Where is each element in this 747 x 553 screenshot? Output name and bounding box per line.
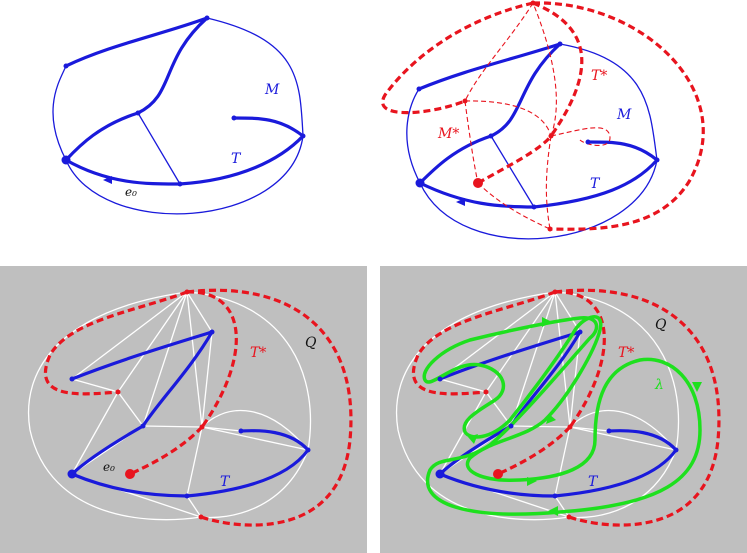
contour-arrow bbox=[542, 317, 552, 327]
root-vertex bbox=[415, 178, 425, 188]
contour-arrow bbox=[548, 506, 558, 516]
tree-thick-edges bbox=[70, 330, 310, 498]
label-edge: e₀ bbox=[103, 460, 115, 474]
panel-top-right: M T M* T* bbox=[381, 0, 705, 240]
dual-tree-edges bbox=[381, 1, 705, 231]
panel-top-left: M T e₀ bbox=[52, 15, 306, 215]
dual-vertex bbox=[199, 424, 205, 430]
dual-vertices bbox=[115, 289, 205, 520]
vertex bbox=[508, 423, 514, 429]
panel-background bbox=[380, 266, 747, 553]
dual-vertex bbox=[547, 226, 553, 232]
label-tree: T bbox=[220, 474, 231, 490]
panel-bottom-left: Q T* T e₀ bbox=[0, 266, 367, 553]
vertex bbox=[606, 428, 612, 434]
vertex bbox=[531, 204, 537, 210]
vertex bbox=[209, 329, 215, 335]
contour-arrow bbox=[468, 434, 478, 444]
dual-vertex bbox=[462, 98, 468, 104]
label-dual-map: M* bbox=[437, 126, 459, 142]
vertex bbox=[204, 15, 210, 21]
dual-vertex bbox=[483, 389, 489, 395]
vertex bbox=[184, 493, 190, 499]
vertex bbox=[135, 110, 141, 116]
dual-vertex bbox=[567, 424, 573, 430]
dual-root-vertex bbox=[125, 469, 135, 479]
vertex bbox=[552, 493, 558, 499]
label-contour: λ bbox=[654, 377, 664, 393]
vertex bbox=[488, 133, 494, 139]
contour-arrow bbox=[692, 382, 702, 392]
vertex bbox=[577, 329, 583, 335]
map-thin-edges bbox=[406, 43, 658, 240]
dual-root-vertex bbox=[493, 469, 503, 479]
dual-vertex bbox=[566, 514, 572, 520]
contour-arrow bbox=[527, 477, 537, 486]
vertex bbox=[585, 139, 591, 145]
contour-arrow bbox=[546, 414, 556, 424]
dual-thin-edges bbox=[464, 2, 611, 230]
label-quad: Q bbox=[305, 335, 317, 351]
dual-vertices bbox=[483, 289, 573, 520]
contour-arrows bbox=[468, 317, 702, 516]
vertex bbox=[416, 86, 422, 92]
dual-vertex bbox=[115, 389, 121, 395]
label-dual-tree: T* bbox=[250, 345, 266, 361]
label-dual-tree: T* bbox=[591, 68, 607, 84]
dual-vertex bbox=[552, 289, 558, 295]
dual-tree-edges bbox=[43, 288, 353, 527]
dual-root-vertex bbox=[473, 178, 483, 188]
root-arrow bbox=[103, 176, 112, 184]
label-quad: Q bbox=[655, 317, 667, 333]
vertex bbox=[654, 157, 660, 163]
root-arrow bbox=[456, 198, 465, 206]
panel-background bbox=[0, 266, 367, 553]
map-thin-edges bbox=[52, 17, 304, 215]
root-vertex bbox=[435, 469, 445, 479]
dual-vertex bbox=[198, 514, 204, 520]
dual-tree-edges bbox=[411, 288, 721, 527]
vertex bbox=[69, 376, 75, 382]
vertex bbox=[437, 376, 443, 382]
map-vertices bbox=[61, 15, 306, 187]
label-map: M bbox=[264, 82, 280, 98]
vertex bbox=[177, 181, 183, 187]
label-tree: T bbox=[588, 474, 599, 490]
vertex bbox=[238, 428, 244, 434]
vertex bbox=[300, 133, 306, 139]
vertex bbox=[305, 447, 311, 453]
vertex bbox=[557, 41, 563, 47]
vertex bbox=[231, 115, 237, 121]
map-vertices bbox=[435, 329, 679, 499]
label-tree: T bbox=[590, 176, 601, 192]
tree-thick-edges bbox=[64, 16, 305, 186]
label-dual-tree: T* bbox=[618, 345, 634, 361]
map-vertices bbox=[67, 329, 311, 499]
vertex bbox=[673, 447, 679, 453]
dual-vertex bbox=[184, 289, 190, 295]
vertex bbox=[140, 423, 146, 429]
root-vertex bbox=[61, 155, 71, 165]
dual-vertex bbox=[530, 0, 536, 6]
map-vertices bbox=[415, 41, 660, 210]
dual-vertex bbox=[548, 133, 554, 139]
contour-path bbox=[422, 315, 702, 516]
label-map: M bbox=[616, 107, 632, 123]
panel-bottom-right: Q T* T λ bbox=[380, 266, 747, 553]
label-edge: e₀ bbox=[125, 185, 137, 199]
dual-vertices bbox=[462, 0, 554, 232]
label-tree: T bbox=[231, 151, 242, 167]
vertex bbox=[63, 63, 69, 69]
root-vertex bbox=[67, 469, 77, 479]
